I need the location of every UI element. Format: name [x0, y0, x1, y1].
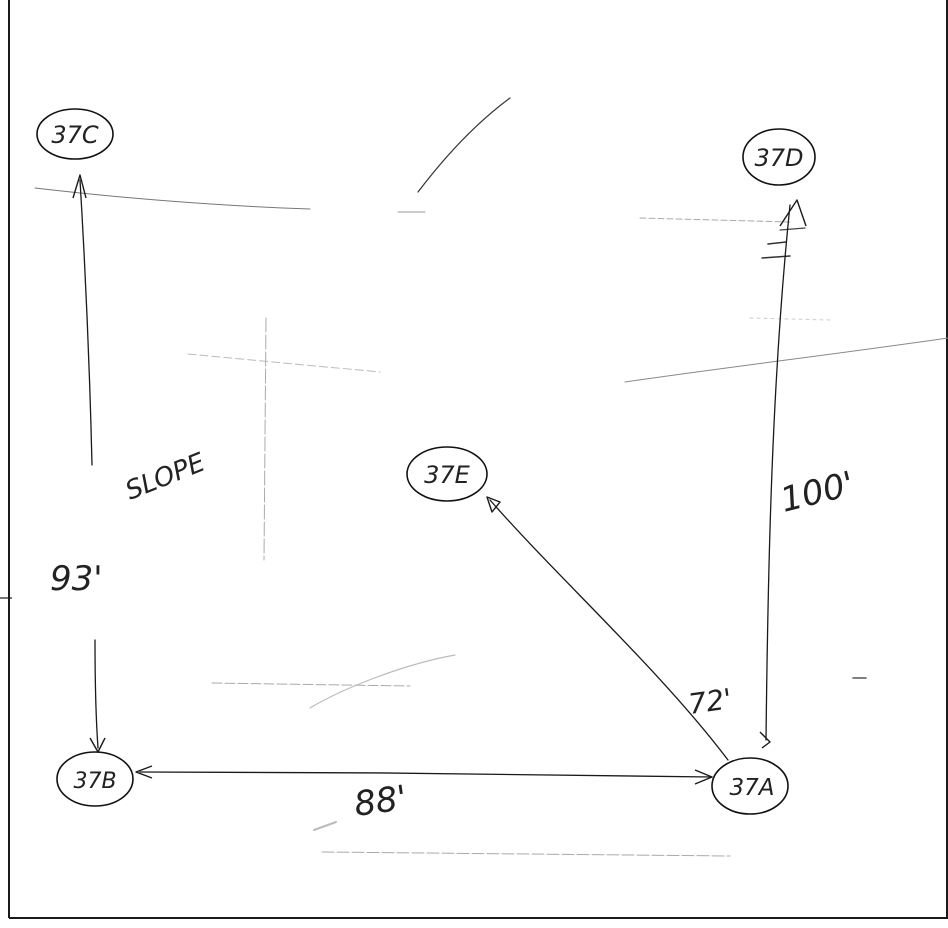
- edge-a-e: [489, 499, 729, 761]
- node-37e-label: 37E: [424, 461, 471, 489]
- edge-a-d: [765, 204, 791, 741]
- nodes: [36, 108, 816, 815]
- edge-b-c-distance: 93': [50, 559, 103, 599]
- edge-a-d-distance: 100': [777, 464, 859, 521]
- edge-b-c-note: SLOPE: [121, 447, 210, 506]
- edge-labels: 93' SLOPE 100' 72' 88': [50, 447, 858, 824]
- arrowhead-b-left: [135, 765, 153, 779]
- arrowhead-c: [72, 174, 87, 199]
- node-37b-circle: [56, 751, 134, 807]
- edge-a-b-distance: 88': [352, 778, 410, 825]
- node-37d-label: 37D: [754, 144, 803, 172]
- edge-a-e-distance: 72': [686, 682, 733, 721]
- node-37b-label: 37B: [73, 769, 116, 794]
- background-smudges: [34, 97, 948, 857]
- arrowhead-a-left: [694, 769, 713, 785]
- node-37c-label: 37C: [51, 121, 99, 149]
- arrowhead-d: [779, 199, 807, 227]
- node-37e-circle: [406, 446, 488, 502]
- edge-a-b: [139, 771, 713, 778]
- edge-b-c: [79, 179, 93, 466]
- edge-b-c-lower: [94, 639, 99, 749]
- node-37a-label: 37A: [729, 775, 774, 801]
- edges: [79, 179, 791, 778]
- node-37d-circle: [742, 128, 816, 186]
- node-37c-circle: [36, 108, 114, 160]
- arrowhead-e: [486, 496, 501, 513]
- node-labels: 37C 37D 37E 37B 37A: [51, 121, 803, 801]
- node-37a-circle: [711, 757, 789, 815]
- tick-a: [759, 731, 771, 749]
